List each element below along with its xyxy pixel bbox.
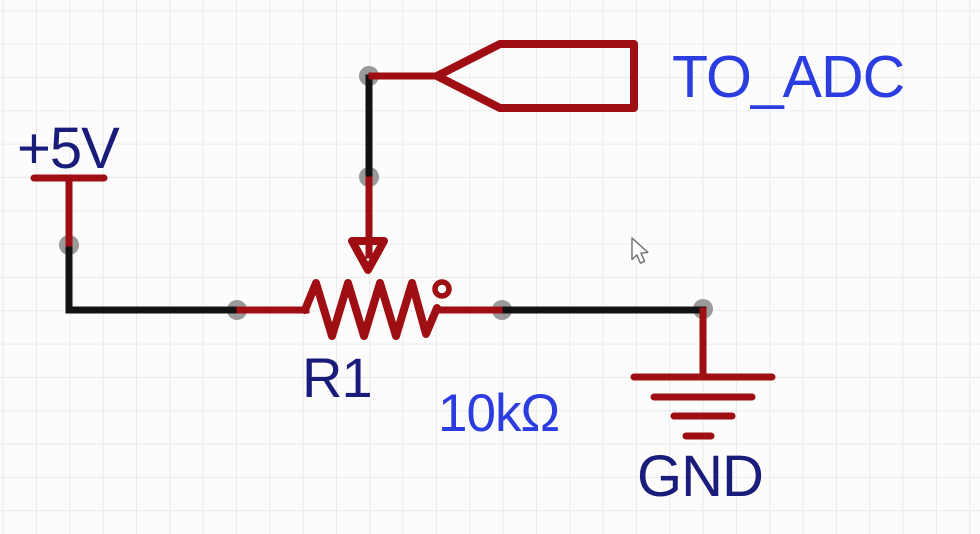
pot-pin-marker — [432, 279, 452, 299]
pot-value-label[interactable]: 10kΩ — [438, 384, 560, 443]
ground-net-label[interactable]: GND — [637, 444, 764, 509]
ground-symbol[interactable] — [630, 307, 776, 440]
wire-5v-to-pot[interactable] — [65, 241, 241, 314]
net-flag-to-adc-symbol[interactable] — [368, 40, 638, 112]
pot-designator-label[interactable]: R1 — [302, 346, 373, 409]
net-flag-label[interactable]: TO_ADC — [672, 44, 905, 110]
power-net-label[interactable]: +5V — [17, 116, 120, 181]
mouse-cursor-icon — [631, 237, 649, 264]
power-flag-5v-symbol[interactable] — [30, 174, 108, 247]
wiper-arrow — [348, 176, 388, 274]
potentiometer-r1-symbol[interactable] — [236, 176, 503, 340]
